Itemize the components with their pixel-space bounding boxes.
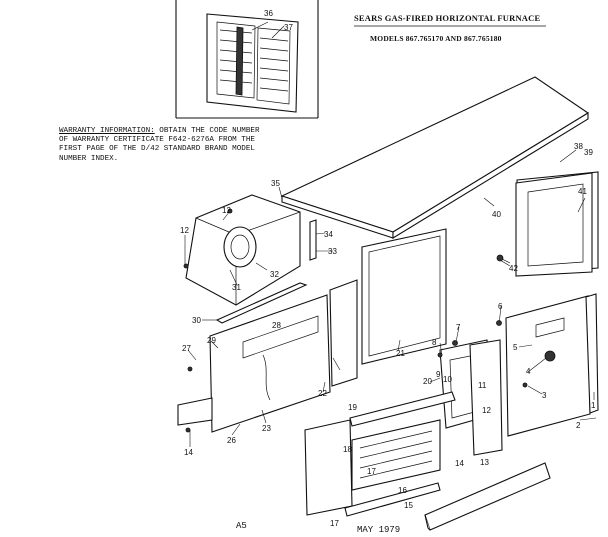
vertical-strip xyxy=(309,219,317,261)
callout-2: 2 xyxy=(576,421,581,430)
leader-lines xyxy=(184,21,597,447)
callout-labels: 36 37 38 39 41 40 42 35 34 33 12 12 32 3… xyxy=(180,9,596,528)
callout-33: 32 xyxy=(270,270,279,279)
callout-31: 30 xyxy=(192,316,201,325)
callout-8: 8 xyxy=(432,338,437,347)
blower-housing xyxy=(185,194,301,306)
callout-1: 1 xyxy=(591,401,596,410)
callout-26: 23 xyxy=(262,424,271,433)
callout-35: 34 xyxy=(324,230,333,239)
callout-3: 3 xyxy=(542,391,547,400)
callout-19: 18 xyxy=(343,445,352,454)
callout-37: 36 xyxy=(264,9,273,18)
warranty-line-4: NUMBER INDEX. xyxy=(59,154,119,163)
filter-rack xyxy=(206,13,299,113)
callout-27: 26 xyxy=(227,436,236,445)
callout-38: 37 xyxy=(284,23,293,32)
base-rails xyxy=(344,462,551,531)
callout-12b: 12 xyxy=(180,226,189,235)
callout-36: 35 xyxy=(271,179,280,188)
inset-frame xyxy=(175,0,319,119)
callout-13: 13 xyxy=(480,458,489,467)
callout-23: 22 xyxy=(318,389,327,398)
top-panel xyxy=(280,76,590,239)
warranty-line-3: FIRST PAGE OF THE D/42 STANDARD BRAND MO… xyxy=(59,145,255,154)
callout-40b: 40 xyxy=(492,210,501,219)
warranty-line-1: OBTAIN THE CODE NUMBER xyxy=(154,127,260,135)
callout-30: 29 xyxy=(207,336,216,345)
front-panel xyxy=(177,294,331,433)
diagram-title: SEARS GAS-FIRED HORIZONTAL FURNACE xyxy=(354,13,541,23)
print-date: MAY 1979 xyxy=(357,525,401,535)
callout-28: 27 xyxy=(182,344,191,353)
callout-21: 20 xyxy=(423,377,432,386)
warranty-heading: WARRANTY INFORMATION: xyxy=(59,127,155,135)
warranty-line-2: OF WARRANTY CERTIFICATE F642-6276A FROM … xyxy=(59,136,255,145)
callout-16: 16 xyxy=(398,486,407,495)
callout-22: 21 xyxy=(396,349,405,358)
callout-17-label: 17 xyxy=(330,519,339,528)
callout-5: 5 xyxy=(513,343,518,352)
vertical-bracket xyxy=(469,339,503,456)
burner-assembly xyxy=(304,391,456,516)
callout-6: 6 xyxy=(498,302,503,311)
callout-7: 7 xyxy=(456,323,461,332)
callout-32: 31 xyxy=(232,283,241,292)
callout-10: 10 xyxy=(443,375,452,384)
callout-18: 17 xyxy=(367,467,376,476)
callout-41: 41 xyxy=(578,187,587,196)
divider-panel xyxy=(329,279,358,387)
hardware xyxy=(183,208,528,433)
model-numbers: MODELS 867.765170 AND 867.765180 xyxy=(370,34,502,43)
callout-29: 28 xyxy=(272,321,281,330)
callout-42: 42 xyxy=(509,264,518,273)
callout-20: 19 xyxy=(348,403,357,412)
callout-14b: 14 xyxy=(455,459,464,468)
callout-12c: 12 xyxy=(482,406,491,415)
callout-39: 38 xyxy=(574,142,583,151)
callout-14a: 14 xyxy=(184,448,193,457)
callout-40: 39 xyxy=(584,148,593,157)
rear-panel xyxy=(361,228,447,365)
callout-11: 11 xyxy=(478,381,487,390)
side-panel xyxy=(515,171,599,277)
warranty-note: WARRANTY INFORMATION: OBTAIN THE CODE NU… xyxy=(59,127,319,164)
callout-4: 4 xyxy=(526,367,531,376)
page-code: A5 xyxy=(236,521,247,531)
service-door xyxy=(505,293,599,437)
callout-12a: 12 xyxy=(222,206,231,215)
callout-15: 15 xyxy=(404,501,413,510)
blower-rail xyxy=(215,282,308,324)
callout-34: 33 xyxy=(328,247,337,256)
callout-9: 9 xyxy=(436,370,441,379)
